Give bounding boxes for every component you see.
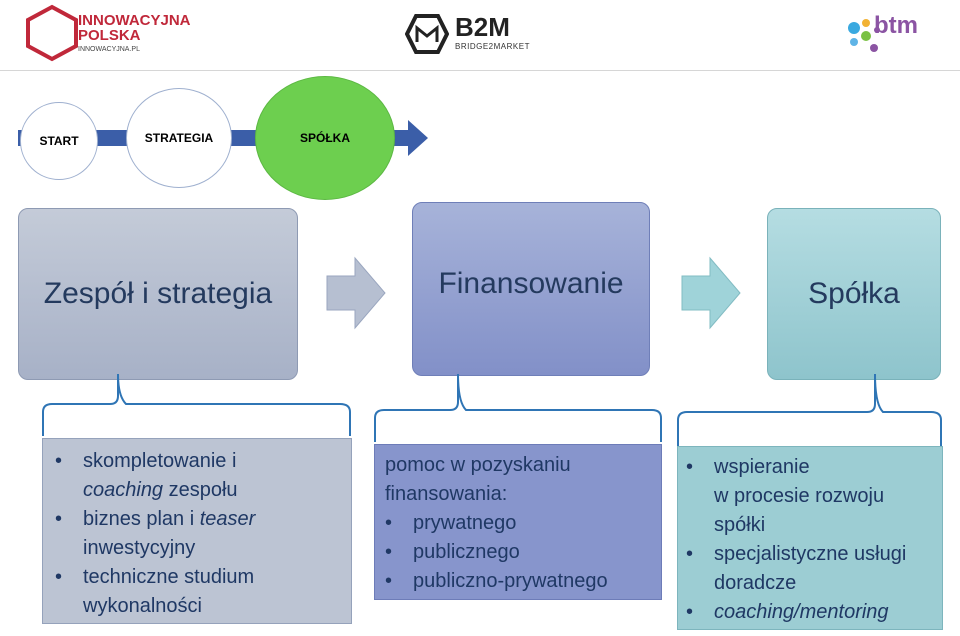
bullet-icon: • (686, 601, 694, 623)
logo-url: INNOWACYJNA.PL (78, 46, 140, 53)
list-item-text: prywatnego (413, 512, 517, 534)
list-item: • wspieranie w procesie rozwoju spółki (686, 453, 942, 540)
detail-box-zespol: • skompletowanie i coaching zespołu • bi… (42, 438, 352, 624)
stage-spolka: Spółka (767, 208, 941, 380)
list-item: • publicznego (385, 538, 661, 567)
detail-box-spolka: • wspieranie w procesie rozwoju spółki •… (677, 446, 943, 630)
brace-connector (42, 373, 351, 436)
list-item-text: w procesie rozwoju (714, 485, 885, 507)
bullet-icon: • (55, 450, 63, 472)
bullet-icon: • (55, 566, 63, 588)
list-item-text-italic: coaching/mentoring (714, 601, 889, 623)
bullet-icon: • (686, 456, 694, 478)
list-item-text: doradcze (714, 572, 797, 594)
list-item-text: wykonalności (83, 595, 202, 617)
logo-innowacyjna-polska: INNOWACYJNA POLSKA INNOWACYJNA.PL (24, 4, 204, 64)
arrow-right-icon (681, 256, 741, 330)
b2m-tagline: BRIDGE2MARKET (455, 42, 530, 51)
list-item: • specjalistyczne usługi doradcze (686, 540, 942, 598)
list-item-text: specjalistyczne usługi (714, 543, 907, 565)
progress-step-strategia[interactable]: STRATEGIA (126, 88, 232, 188)
bullet-icon: • (385, 570, 393, 592)
list-item-text: inwestycyjny (83, 537, 196, 559)
list-item-text: zespołu (163, 479, 238, 501)
progress-step-start[interactable]: START (20, 102, 98, 180)
progress-step-label: STRATEGIA (144, 131, 214, 145)
bullet-icon: • (385, 541, 393, 563)
progress-step-label: SPÓŁKA (299, 131, 350, 145)
list-item: • skompletowanie i coaching zespołu (55, 447, 351, 505)
list-item: • coaching/mentoring (686, 598, 942, 627)
list-item-text-italic: teaser (199, 508, 256, 530)
brace-connector (677, 373, 942, 446)
stage-title: Finansowanie (438, 267, 624, 300)
bullet-icon: • (686, 543, 694, 565)
detail-intro-text: finansowania: (385, 483, 508, 505)
list-item: • publiczno-prywatnego (385, 567, 661, 596)
list-item: • biznes plan i teaser inwestycyjny (55, 505, 351, 563)
header-divider (0, 70, 960, 71)
bullet-icon: • (385, 512, 393, 534)
logo-line2: POLSKA (78, 27, 141, 44)
list-item-text: spółki (714, 514, 766, 536)
list-item-text-italic: coaching (83, 479, 164, 501)
stage-title: Spółka (808, 277, 900, 310)
stage-title: Zespół i strategia (43, 277, 273, 310)
logo-line1: INNOWACYJNA (78, 12, 191, 29)
progress-step-spolka[interactable]: SPÓŁKA (255, 76, 395, 200)
bullet-icon: • (55, 508, 63, 530)
progress-step-label: START (39, 134, 79, 148)
list-item-text: techniczne studium (83, 566, 255, 588)
stage-zespol-i-strategia: Zespół i strategia (18, 208, 298, 380)
stage-finansowanie: Finansowanie (412, 202, 650, 376)
logo-btm: btm (844, 12, 934, 58)
list-item-text: publiczno-prywatnego (413, 570, 608, 592)
btm-name: btm (874, 12, 918, 39)
b2m-hexagon-icon (405, 14, 449, 54)
btm-dots-icon (848, 19, 880, 52)
list-item: • prywatnego (385, 509, 661, 538)
list-item-text: biznes plan i (83, 508, 200, 530)
detail-box-finansowanie: pomoc w pozyskaniu finansowania: • prywa… (374, 444, 662, 600)
list-item: • techniczne studium wykonalności (55, 563, 351, 621)
logo-b2m: B2M BRIDGE2MARKET (405, 12, 535, 58)
brace-connector (374, 373, 662, 442)
hexagon-logo-icon (26, 4, 78, 62)
b2m-name: B2M (455, 12, 510, 42)
detail-intro-text: pomoc w pozyskaniu (385, 454, 571, 476)
list-item-text: skompletowanie i (83, 450, 237, 472)
arrow-right-icon (326, 256, 386, 330)
list-item-text: publicznego (413, 541, 520, 563)
list-item-text: wspieranie (714, 456, 810, 478)
